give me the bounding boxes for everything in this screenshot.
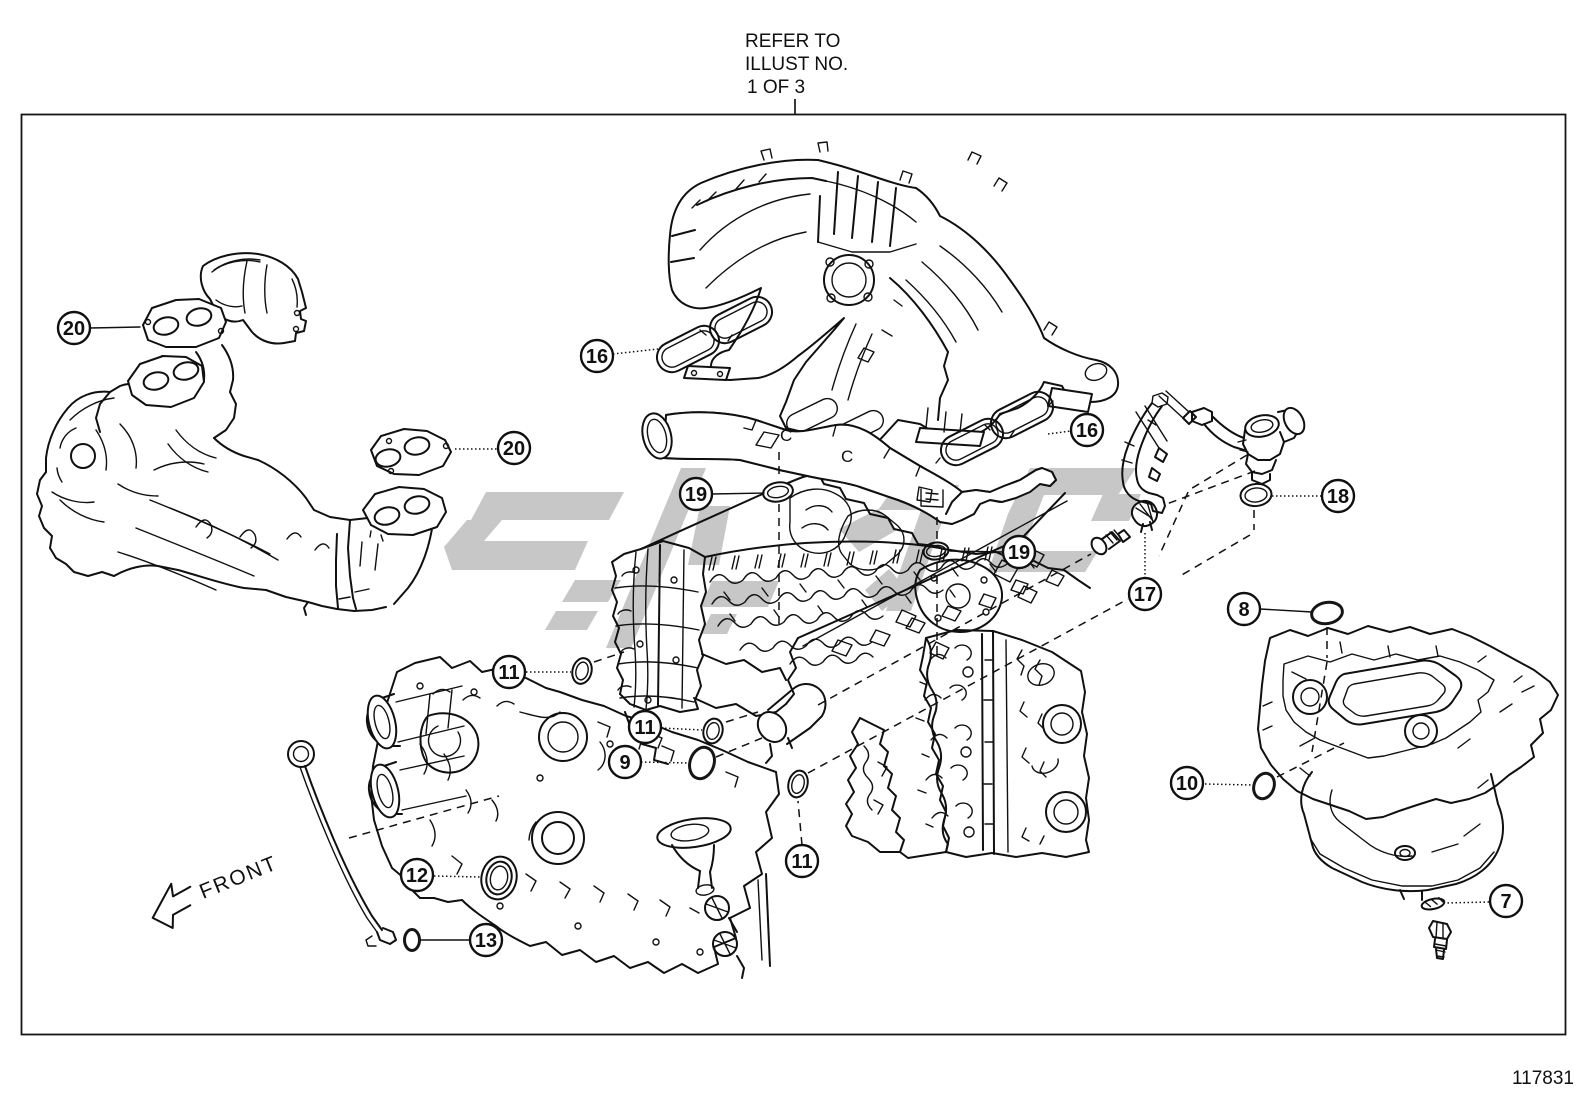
svg-text:19: 19 [1008, 542, 1030, 564]
svg-text:REFER TO: REFER TO [745, 31, 840, 52]
svg-text:19: 19 [685, 484, 707, 506]
svg-text:13: 13 [475, 930, 497, 952]
svg-text:16: 16 [586, 346, 608, 368]
svg-text:17: 17 [1134, 584, 1156, 606]
svg-text:7: 7 [1500, 891, 1511, 913]
svg-text:C: C [780, 426, 792, 445]
svg-text:11: 11 [791, 851, 812, 873]
svg-text:20: 20 [503, 438, 525, 460]
svg-text:8: 8 [1238, 599, 1249, 621]
svg-text:20: 20 [63, 318, 85, 340]
svg-text:C: C [841, 447, 853, 466]
svg-text:12: 12 [406, 865, 428, 887]
svg-text:11: 11 [498, 662, 519, 684]
svg-text:18: 18 [1327, 486, 1349, 508]
svg-text:1 OF 3: 1 OF 3 [747, 77, 805, 98]
svg-text:11: 11 [634, 717, 655, 739]
svg-text:ILLUST NO.: ILLUST NO. [745, 54, 848, 75]
svg-text:9: 9 [619, 752, 630, 774]
svg-text:FRONT: FRONT [196, 851, 281, 903]
svg-text:10: 10 [1176, 773, 1198, 795]
svg-text:117831: 117831 [1512, 1068, 1574, 1089]
svg-text:16: 16 [1076, 420, 1098, 442]
